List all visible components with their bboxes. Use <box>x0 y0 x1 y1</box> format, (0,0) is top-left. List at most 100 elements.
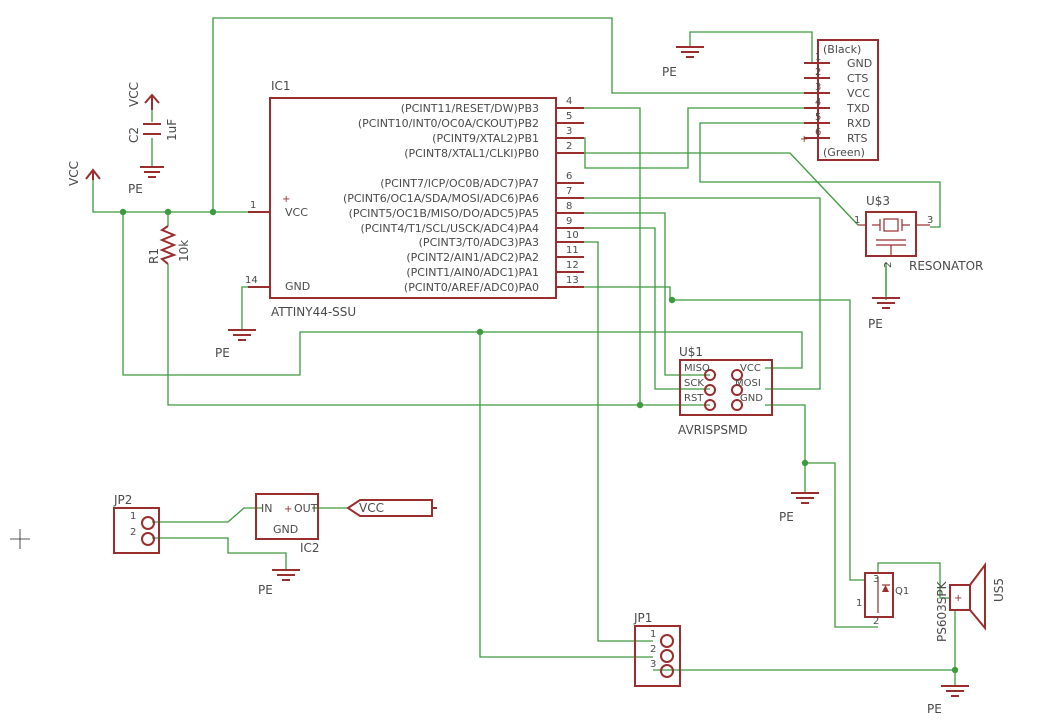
ftdi-pin-number: 2 <box>815 67 821 78</box>
resonator-ground-label: PE <box>868 317 883 331</box>
ftdi-plus-mark: + <box>800 134 808 145</box>
junctions <box>119 208 959 674</box>
isp-value: AVRISPSMD <box>678 423 748 437</box>
ic2-in-label: IN <box>261 502 272 515</box>
c2-ground-symbol: PE <box>128 166 164 196</box>
q1-pin1: 1 <box>856 598 862 609</box>
ftdi-pin-number: 1 <box>815 52 821 63</box>
speaker-name: US5 <box>992 578 1006 602</box>
ic1-gnd-pin-num: 14 <box>245 275 258 286</box>
isp-header-u1[interactable]: U$1 MISO SCK RST VCC MOSI GND AVRISPSMD <box>678 345 773 437</box>
isp-pin-sck: SCK <box>684 378 704 389</box>
jp2-name: JP2 <box>113 493 132 507</box>
ftdi-top-label: (Black) <box>823 43 861 56</box>
resonator-pin3: 3 <box>927 215 933 226</box>
ic2-name: IC2 <box>300 541 320 555</box>
ic1-pin-number: 10 <box>566 230 579 241</box>
ic1-pin-label: (PCINT2/AIN1/ADC2)PA2 <box>406 251 539 264</box>
ic1-pin-label: (PCINT9/XTAL2)PB1 <box>432 132 539 145</box>
ground-symbols: PE PE PE PE PE <box>128 46 969 716</box>
isp-pin-mosi: MOSI <box>735 378 761 389</box>
resonator-name: U$3 <box>866 194 890 208</box>
isp-ground-label: PE <box>779 510 794 524</box>
ic1-gnd-label: GND <box>285 280 310 293</box>
origin-crosshair-icon <box>10 529 30 549</box>
vcc-net-flag: VCC <box>346 499 437 517</box>
ic1-name: IC1 <box>271 79 291 93</box>
ftdi-pin-label: TXD <box>846 102 870 115</box>
ftdi-pin-number: 3 <box>815 82 821 93</box>
ftdi-bottom-label: (Green) <box>823 146 865 159</box>
ftdi-pin-label: CTS <box>847 72 868 85</box>
ic1-pin-number: 6 <box>566 171 572 182</box>
connector-jp2[interactable]: JP2 1 2 <box>113 493 160 554</box>
ic2-gnd-label: GND <box>273 523 298 536</box>
ic1-pin-label: (PCINT7/ICP/OC0B/ADC7)PA7 <box>380 177 539 190</box>
ic1-pin-label: (PCINT1/AIN0/ADC1)PA1 <box>406 266 539 279</box>
ftdi-ground-symbol: PE <box>662 46 704 79</box>
ic1-vcc-label: VCC <box>285 206 308 219</box>
ftdi-pin-number: 5 <box>815 112 821 123</box>
capacitor-c2[interactable]: VCC C2 1uF <box>127 82 179 143</box>
isp-pin-gnd: GND <box>740 393 763 404</box>
ic1-pin-number: 2 <box>566 141 572 152</box>
resonator-value: RESONATOR <box>909 259 983 273</box>
ic1-pin-label: (PCINT3/T0/ADC3)PA3 <box>419 236 539 249</box>
isp-pin-rst: RST <box>684 393 704 404</box>
speaker-us5[interactable]: + PS603SPK US5 <box>935 562 1006 642</box>
ic1-pin-number: 11 <box>566 245 579 256</box>
ic2-ground-symbol: PE <box>258 569 300 597</box>
ic1-pin-number: 5 <box>566 111 572 122</box>
jp1-pin2: 2 <box>650 644 656 655</box>
c2-ground-label: PE <box>128 182 143 196</box>
isp-ground-symbol: PE <box>779 492 819 524</box>
ic1-pin-label: (PCINT11/RESET/DW)PB3 <box>401 102 539 115</box>
r1-value: 10k <box>177 240 191 262</box>
ic1-pin-number: 13 <box>566 275 579 286</box>
isp-pin-miso: MISO <box>684 363 710 374</box>
ic1-ground-label: PE <box>215 346 230 360</box>
ic1-pin-number: 8 <box>566 201 572 212</box>
resonator-ground-symbol: PE <box>868 297 900 331</box>
ic1-pin-number: 3 <box>566 126 572 137</box>
ic1-pin-number: 4 <box>566 96 572 107</box>
resonator-u3[interactable]: U$3 1 2 3 RESONATOR <box>854 194 983 273</box>
jp1-name: JP1 <box>633 611 652 625</box>
connector-jp1[interactable]: JP1 1 2 3 <box>633 611 681 687</box>
ic2-ground-label: PE <box>258 583 273 597</box>
speaker-ground-label: PE <box>927 702 942 716</box>
vcc-left-label: VCC <box>67 161 81 186</box>
jp2-pin2: 2 <box>130 527 136 538</box>
c2-value: 1uF <box>165 119 179 141</box>
q1-pin2: 2 <box>873 616 879 627</box>
jp1-pin3: 3 <box>650 659 656 670</box>
ic1-pin-label: (PCINT5/OC1B/MISO/DO/ADC5)PA5 <box>349 207 539 220</box>
ic1[interactable]: IC1 ATTINY44-SSU VCC GND + 1 14 (PCINT11… <box>245 79 584 319</box>
isp-pin-vcc: VCC <box>740 363 761 374</box>
ic2-out-label: OUT <box>294 502 318 515</box>
resonator-pin1: 1 <box>854 215 860 226</box>
ic1-pin-label: (PCINT4/T1/SCL/USCK/ADC4)PA4 <box>361 222 539 235</box>
ic1-pin-label: (PCINT0/AREF/ADC0)PA0 <box>404 281 539 294</box>
q1-name: Q1 <box>895 586 909 597</box>
ic1-pin-number: 9 <box>566 216 572 227</box>
wires <box>92 17 956 686</box>
r1-name: R1 <box>147 248 161 264</box>
ic1-pin-number: 12 <box>566 260 579 271</box>
svg-text:+: + <box>284 504 292 515</box>
regulator-ic2[interactable]: IN + OUT GND IC2 <box>255 493 320 555</box>
jp1-pin1: 1 <box>650 629 656 640</box>
ftdi-ground-label: PE <box>662 65 677 79</box>
resistor-r1[interactable]: R1 10k <box>147 225 191 265</box>
svg-text:+: + <box>954 593 962 604</box>
ic1-pin-label: (PCINT6/OC1A/SDA/MOSI/ADC6)PA6 <box>343 192 539 205</box>
ftdi-pin-number: 4 <box>815 97 821 108</box>
ic1-pin-list: (PCINT11/RESET/DW)PB34(PCINT10/INT0/OC0A… <box>343 96 584 294</box>
speaker-ground-symbol: PE <box>927 685 969 716</box>
ftdi-pin-label: RXD <box>847 117 871 130</box>
ftdi-pin-label: VCC <box>847 87 870 100</box>
mosfet-q1[interactable]: Q1 1 2 3 <box>856 572 909 627</box>
